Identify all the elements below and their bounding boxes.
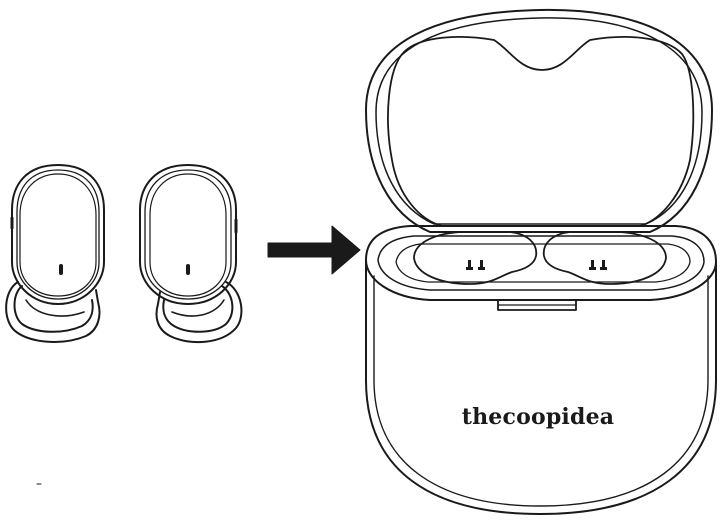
case-body-outer [365,259,717,515]
left-earbud-tip [5,281,101,343]
case-brand-label: thecoopidea [462,404,614,430]
arrow-right-icon [267,225,361,275]
case-right-slot [542,231,667,285]
left-earbud-body-inner [16,169,100,300]
charging-case-icon: thecoopidea [365,8,717,515]
left-earbud-face [19,173,97,297]
left-earbud-tip-inner [13,285,94,333]
left-earbud-body [11,164,105,305]
left-earbud-tip-rim [25,299,85,317]
right-earbud-tip [155,281,243,344]
right-earbud-body [139,164,237,305]
case-left-slot [413,231,538,285]
right-earbud-tip-rim [171,299,225,317]
left-earbud-icon [5,164,105,343]
case-cavity [395,243,691,283]
right-earbud-tip-inner [162,285,234,333]
right-earbud-mic-icon [186,264,190,275]
case-left-charging-pins [466,260,485,270]
case-lid-inner [387,36,695,227]
case-lid-rim [375,17,703,225]
left-earbud-mic-icon [59,264,63,275]
right-earbud-body-inner [144,169,232,300]
right-earbud-icon [139,164,243,344]
case-right-charging-pins [589,260,607,270]
case-top-inner-rim [377,235,705,291]
case-lid-outer [365,8,713,233]
case-body-inner [373,275,709,507]
right-earbud-face [149,173,227,297]
